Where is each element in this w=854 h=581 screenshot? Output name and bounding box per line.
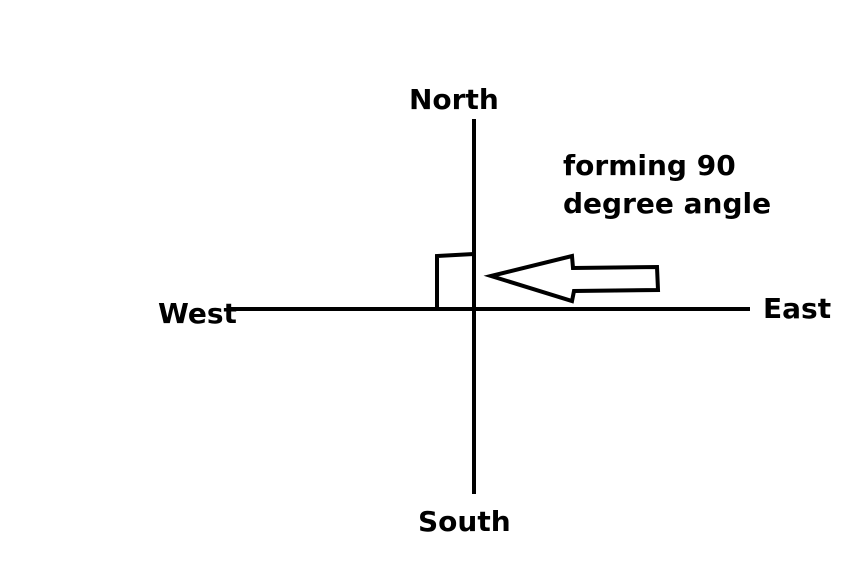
south-label: South — [418, 505, 511, 538]
pointer-arrow — [483, 253, 661, 304]
annotation-line-1: forming 90 — [563, 149, 736, 182]
west-label: West — [158, 297, 237, 330]
north-label: North — [409, 83, 499, 116]
right-angle-marker — [435, 252, 475, 307]
annotation-line-2: degree angle — [563, 187, 772, 220]
angle-annotation: forming 90 degree angle — [563, 147, 771, 223]
east-label: East — [763, 292, 832, 325]
